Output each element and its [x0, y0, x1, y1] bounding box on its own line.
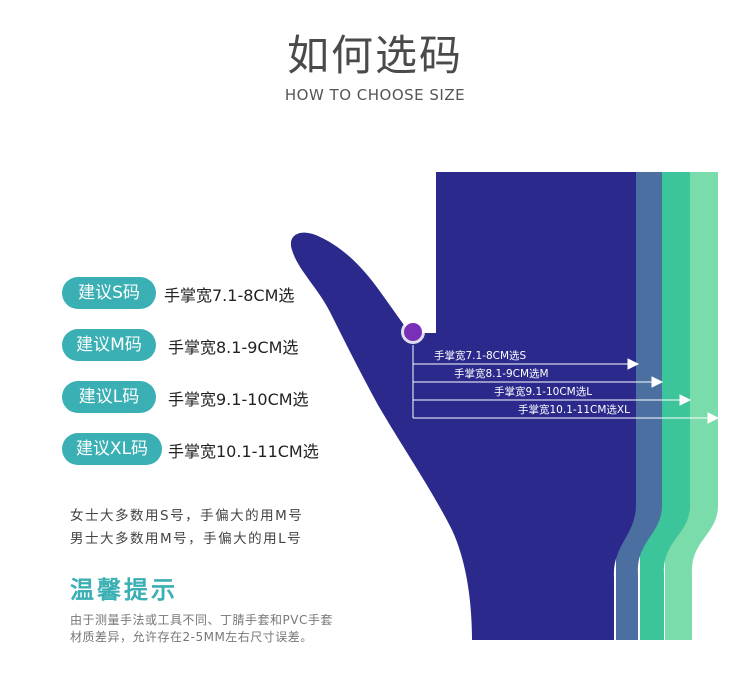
measure-label-xl: 手掌宽10.1-11CM选XL	[518, 404, 630, 416]
size-desc: 手掌宽8.1-9CM选	[168, 338, 299, 357]
size-desc: 手掌宽10.1-11CM选	[168, 442, 319, 461]
tip-line: 由于测量手法或工具不同、丁腈手套和PVC手套	[70, 613, 333, 627]
measure-label-m: 手掌宽8.1-9CM选M	[454, 368, 549, 380]
tip-heading: 温馨提示	[70, 576, 178, 604]
size-badge: 建议L码	[62, 381, 156, 413]
size-badge: 建议XL码	[62, 433, 162, 465]
measure-label-l: 手掌宽9.1-10CM选L	[494, 386, 593, 398]
usage-note-men: 男士大多数用M号，手偏大的用L号	[70, 531, 303, 547]
size-desc: 手掌宽9.1-10CM选	[168, 390, 309, 409]
page-title: 如何选码	[286, 31, 463, 80]
measure-label-s: 手掌宽7.1-8CM选S	[434, 350, 527, 362]
size-desc: 手掌宽7.1-8CM选	[164, 286, 295, 305]
usage-note-women: 女士大多数用S号，手偏大的用M号	[70, 508, 304, 524]
glove-hand-shape	[290, 172, 636, 640]
tip-line: 材质差异，允许存在2-5MM左右尺寸误差。	[70, 630, 313, 644]
page-subtitle: HOW TO CHOOSE SIZE	[284, 86, 466, 104]
size-badge: 建议S码	[62, 277, 156, 309]
size-badge: 建议M码	[62, 329, 156, 361]
